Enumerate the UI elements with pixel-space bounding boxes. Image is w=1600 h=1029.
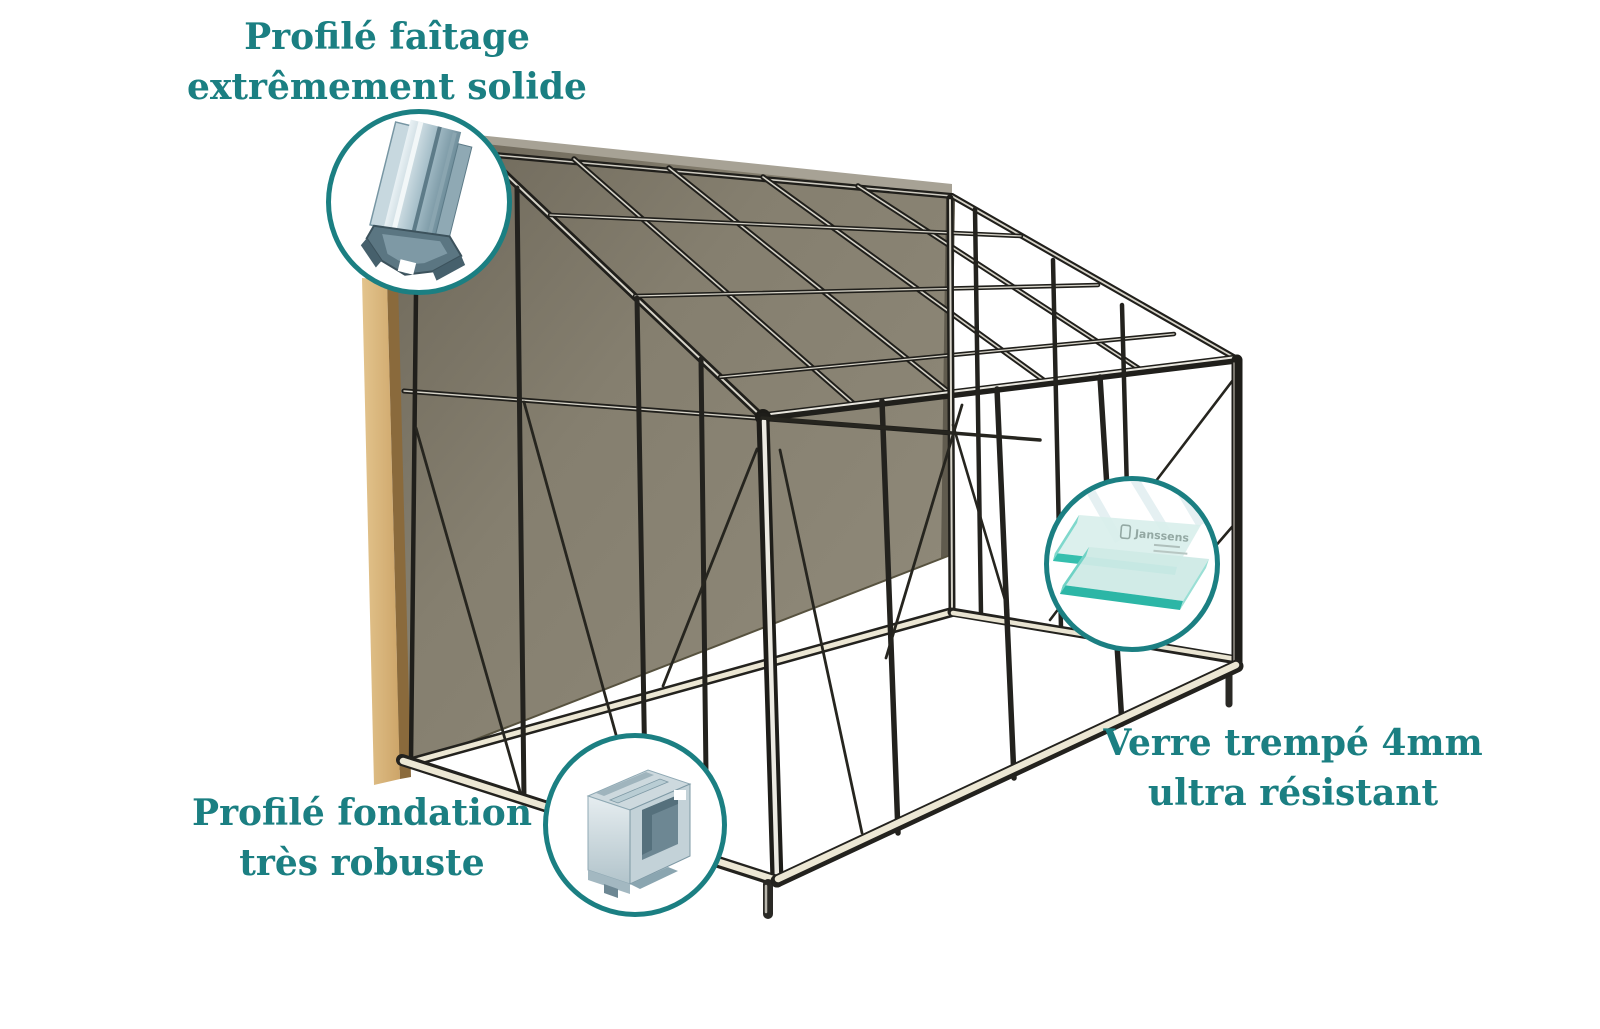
wall-panel — [397, 141, 955, 770]
label-glass-line1: Verre trempé 4mm — [1103, 722, 1483, 764]
label-foundation-profile: Profilé fondation très robuste — [152, 788, 572, 888]
label-ridge-line1: Profilé faîtage — [244, 16, 530, 58]
ridge-profile-icon — [360, 119, 473, 281]
callout-circle-foundation — [543, 733, 727, 917]
wood-post-side — [387, 280, 411, 779]
callout-circle-glass: Janssens — [1044, 476, 1220, 652]
label-tempered-glass: Verre trempé 4mm ultra résistant — [1083, 718, 1503, 818]
label-glass-line2: ultra résistant — [1147, 772, 1439, 814]
callout-circle-ridge — [326, 109, 512, 295]
sub-eave-rail — [760, 416, 1042, 442]
wood-post — [362, 278, 411, 785]
tempered-glass-icon: Janssens — [1053, 481, 1209, 610]
label-foundation-line1: Profilé fondation — [192, 792, 532, 834]
roof-frame — [459, 146, 1242, 425]
label-ridge-line2: extrêmement solide — [187, 66, 587, 108]
front-left-corner-post-highlight — [761, 418, 780, 882]
wood-post-face — [362, 278, 400, 785]
glass-etched-brand: Janssens — [1133, 527, 1190, 545]
label-ridge-profile: Profilé faîtage extrêmement solide — [177, 12, 597, 112]
front-frame — [760, 374, 1244, 888]
front-braces — [778, 403, 964, 835]
foundation-profile-icon — [586, 769, 692, 898]
eave-highlight — [761, 356, 1238, 416]
label-foundation-line2: très robuste — [239, 842, 485, 884]
right-end-frame — [946, 194, 1243, 708]
purlins — [547, 212, 1177, 380]
